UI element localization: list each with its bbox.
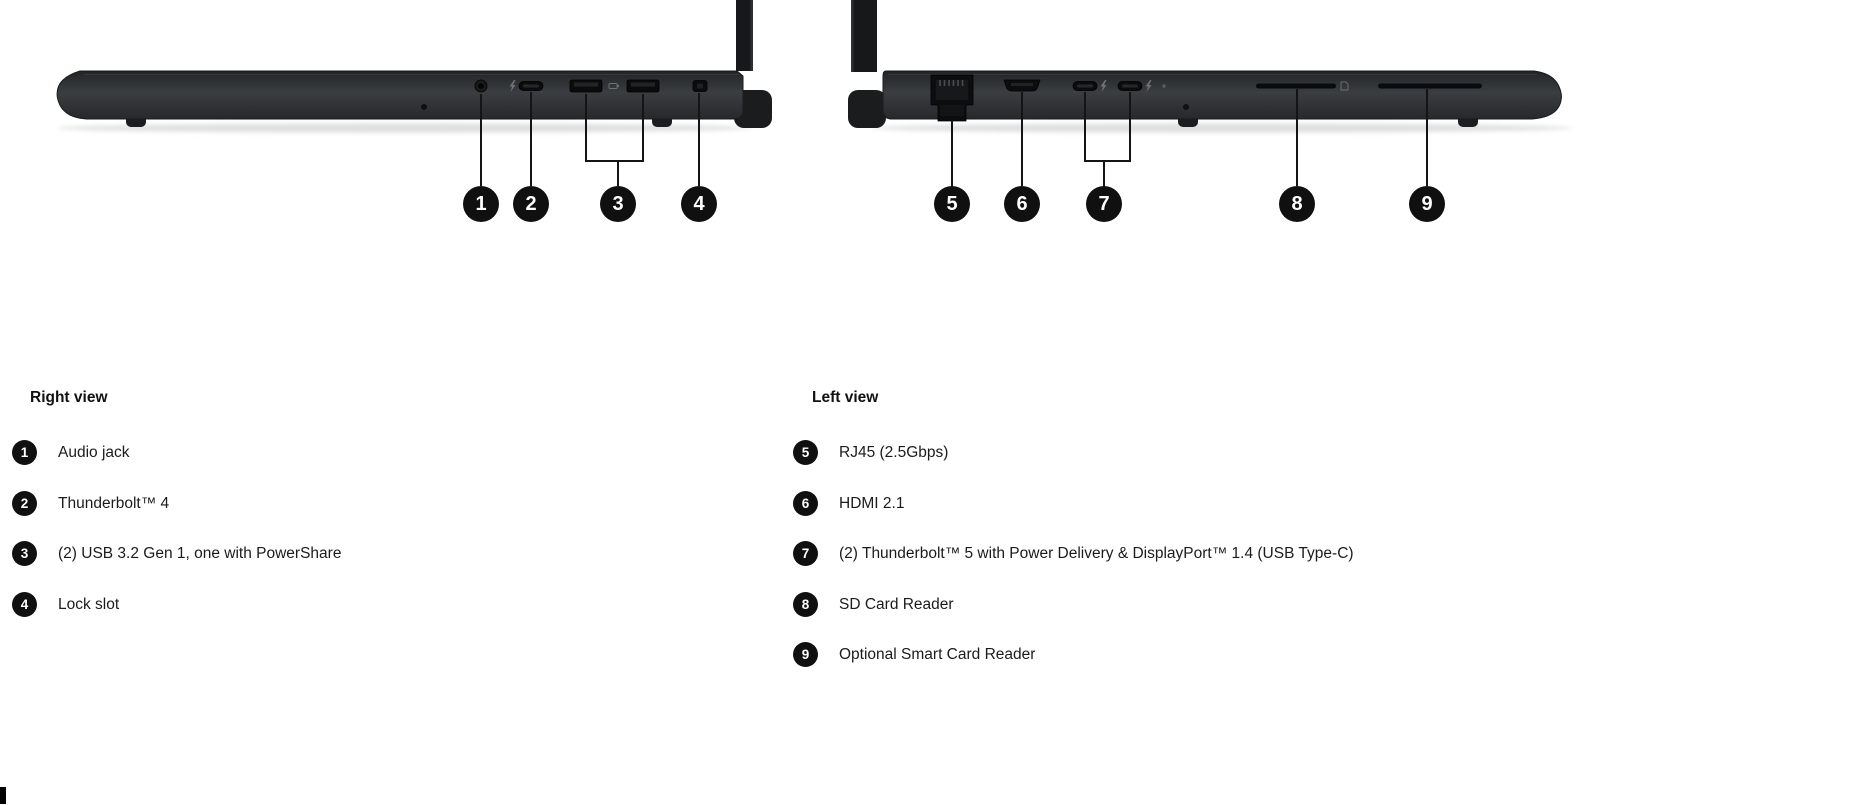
thunderbolt-icon — [1100, 80, 1107, 92]
lock-slot-port — [692, 80, 708, 92]
legend-item-thunderbolt-4: 2 Thunderbolt™ 4 — [12, 491, 169, 516]
laptop-shadow — [872, 123, 1572, 133]
leader-lines — [480, 92, 700, 186]
callout-badge-2: 2 — [513, 186, 549, 222]
laptop-body — [882, 70, 1563, 120]
legend-badge: 2 — [12, 491, 37, 516]
hinge-foot — [848, 90, 886, 128]
callout-badge-4: 4 — [681, 186, 717, 222]
callout-badge-8: 8 — [1279, 186, 1315, 222]
legend-item-audio-jack: 1 Audio jack — [12, 440, 130, 465]
thunderbolt-icon — [509, 80, 516, 92]
sd-card-icon — [1340, 81, 1349, 91]
callout-badge-5: 5 — [934, 186, 970, 222]
legend-badge: 5 — [793, 440, 818, 465]
audio-jack-port — [474, 79, 488, 93]
legend-label: Audio jack — [58, 443, 130, 461]
status-led — [1162, 84, 1166, 88]
legend-item-smart-card-reader: 9 Optional Smart Card Reader — [793, 642, 1035, 667]
usb-c-port — [518, 81, 544, 91]
legend-item-usb-32: 3 (2) USB 3.2 Gen 1, one with PowerShare — [12, 541, 341, 566]
callout-badge-1: 1 — [463, 186, 499, 222]
leader-lines — [951, 89, 1428, 186]
screen-edge — [736, 0, 753, 71]
legend-label: HDMI 2.1 — [839, 494, 905, 512]
left-view-title: Left view — [812, 389, 879, 406]
legend-item-rj45: 5 RJ45 (2.5Gbps) — [793, 440, 948, 465]
legend-label: Lock slot — [58, 595, 120, 613]
usb-a-port — [626, 79, 660, 93]
thunderbolt-icon — [1145, 80, 1152, 92]
legend-badge: 6 — [793, 491, 818, 516]
hdmi-port — [1003, 79, 1041, 92]
usb-c-port — [1117, 81, 1143, 91]
laptop-side-views-figure — [56, 0, 1572, 186]
smart-card-slot — [1378, 83, 1482, 89]
laptop-body — [56, 70, 744, 120]
legend-item-lock-slot: 4 Lock slot — [12, 592, 119, 617]
legend-badge: 8 — [793, 592, 818, 617]
legend-badge: 7 — [793, 541, 818, 566]
legend-label: Thunderbolt™ 4 — [58, 494, 170, 512]
partial-element-artifact — [0, 787, 6, 804]
legend-item-hdmi: 6 HDMI 2.1 — [793, 491, 904, 516]
sd-card-slot — [1256, 83, 1336, 89]
callout-badge-6: 6 — [1004, 186, 1040, 222]
screen-edge — [851, 0, 877, 72]
legend-item-sd-card-reader: 8 SD Card Reader — [793, 592, 954, 617]
laptop-shadow — [57, 123, 753, 133]
powershare-battery-icon — [608, 83, 619, 89]
legend-label: (2) Thunderbolt™ 5 with Power Delivery &… — [839, 544, 1354, 562]
right-view-title: Right view — [30, 389, 108, 406]
legend-label: (2) USB 3.2 Gen 1, one with PowerShare — [58, 544, 342, 562]
laptop-left-view-image — [848, 0, 1572, 186]
screw-hole — [1183, 104, 1189, 110]
legend-label: SD Card Reader — [839, 595, 954, 613]
legend-badge: 3 — [12, 541, 37, 566]
rj45-port — [930, 74, 974, 122]
legend-badge: 1 — [12, 440, 37, 465]
legend-item-thunderbolt-5: 7 (2) Thunderbolt™ 5 with Power Delivery… — [793, 541, 1354, 566]
callout-badge-7: 7 — [1086, 186, 1122, 222]
legend-label: RJ45 (2.5Gbps) — [839, 443, 949, 461]
usb-c-port — [1072, 81, 1098, 91]
screw-hole — [421, 104, 427, 110]
legend-badge: 9 — [793, 642, 818, 667]
callout-badge-3: 3 — [600, 186, 636, 222]
legend-badge: 4 — [12, 592, 37, 617]
legend-label: Optional Smart Card Reader — [839, 645, 1036, 663]
laptop-right-view-image — [56, 0, 772, 186]
usb-a-port — [569, 79, 603, 93]
callout-badge-9: 9 — [1409, 186, 1445, 222]
